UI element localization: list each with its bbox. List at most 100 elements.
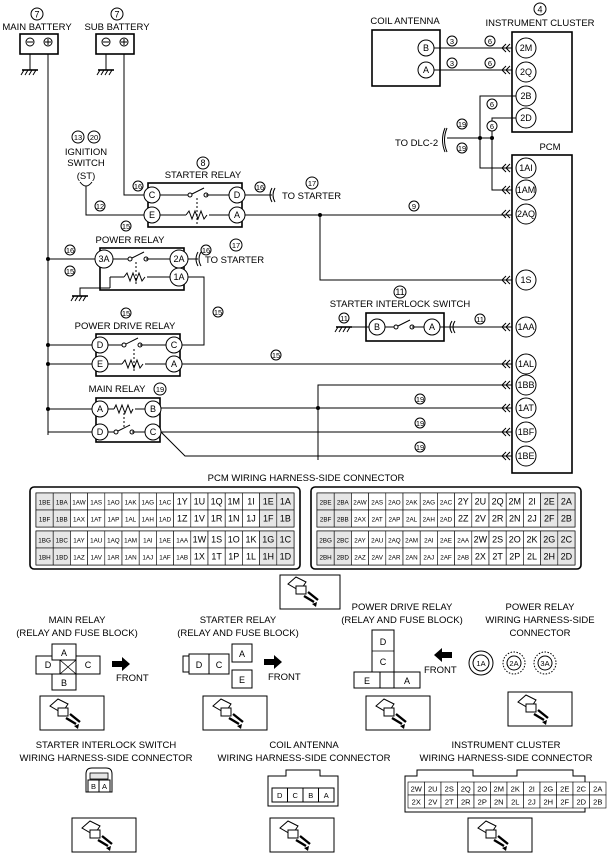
pcm-terminal-label: 1O bbox=[228, 535, 240, 545]
ic-terminal-label: 2U bbox=[428, 785, 438, 794]
wire-label-16c: 16 bbox=[66, 246, 74, 255]
pcm-terminal-label: 2C bbox=[561, 535, 573, 545]
pcm-terminal-label: 1BF bbox=[39, 517, 51, 524]
wire-label-15d: 15 bbox=[272, 351, 280, 360]
pr-conn-pin-3a: 3A bbox=[540, 659, 549, 668]
ca-conn-title2: WIRING HARNESS-SIDE CONNECTOR bbox=[218, 753, 391, 764]
pcm-pin-1al: 1AL bbox=[518, 359, 534, 369]
pcm-terminal-label: 1M bbox=[228, 497, 241, 507]
pcm-terminal-label: 2O bbox=[509, 535, 521, 545]
power-to-num: 17 bbox=[232, 241, 240, 250]
sub-battery-num: 7 bbox=[114, 10, 119, 20]
pcm-terminal-label: 1BB bbox=[56, 517, 68, 524]
input-arrow-icon bbox=[501, 163, 511, 173]
sub-battery-label: SUB BATTERY bbox=[84, 22, 150, 33]
front-arrow-icon bbox=[434, 648, 452, 662]
input-arrow-icon bbox=[501, 275, 511, 285]
mr-conn-title2: (RELAY AND FUSE BLOCK) bbox=[16, 628, 138, 639]
pcm-terminal-label: 1AY bbox=[73, 538, 85, 545]
ic-pin-2d: 2D bbox=[520, 113, 532, 123]
pcm-terminal-label: 2AR bbox=[388, 555, 401, 562]
pcm-terminal-label: 2AX bbox=[354, 517, 367, 524]
starter-interlock-switch: 11 STARTER INTERLOCK SWITCH B A bbox=[330, 285, 470, 342]
pcm-terminal-label: 2BG bbox=[319, 538, 332, 545]
coil-antenna-label: COIL ANTENNA bbox=[370, 16, 440, 27]
starter-relay-num: 8 bbox=[200, 158, 205, 168]
pcm-terminal-cell bbox=[276, 509, 295, 528]
input-arrow-icon bbox=[501, 451, 511, 461]
pr-conn-pin-1a: 1A bbox=[476, 659, 485, 668]
power-drive-relay-connector: POWER DRIVE RELAY (RELAY AND FUSE BLOCK)… bbox=[341, 602, 463, 731]
ca-conn-pin-b: B bbox=[308, 791, 313, 800]
pcm-terminal-label: 1AV bbox=[90, 555, 102, 562]
pcm-terminal-label: 1F bbox=[263, 514, 274, 524]
pcm-terminal-label: 1D bbox=[280, 552, 292, 562]
pcm-pin-1aa: 1AA bbox=[517, 322, 534, 332]
pcm-terminal-label: 1AN bbox=[124, 555, 137, 562]
pdr-conn-pin-e: E bbox=[364, 676, 370, 686]
interlock-num: 11 bbox=[395, 287, 404, 297]
mr-conn-pin-b: B bbox=[61, 678, 67, 688]
starter-relay-pin-c: C bbox=[149, 190, 156, 200]
ignition-num-20: 20 bbox=[90, 133, 98, 142]
main-relay-pin-a: A bbox=[97, 404, 103, 414]
pcm-terminal-label: 2AM bbox=[405, 538, 418, 545]
pcm-terminal-label: 1AR bbox=[107, 555, 120, 562]
pcm-terminal-label: 2M bbox=[509, 497, 522, 507]
pcm-terminal-label: 2U bbox=[475, 497, 487, 507]
mr-conn-front: FRONT bbox=[116, 673, 149, 684]
pcm-terminal-label: 1AP bbox=[107, 517, 119, 524]
pcm-terminal-label: 1P bbox=[228, 552, 239, 562]
power-relay-pin-3a: 3A bbox=[98, 254, 109, 264]
pcm-terminal-label: 1H bbox=[262, 552, 274, 562]
pcm-terminal-label: 2AZ bbox=[354, 555, 366, 562]
wire-label-15c: 15 bbox=[214, 308, 222, 317]
ic-conn-title2: WIRING HARNESS-SIDE CONNECTOR bbox=[420, 753, 593, 764]
ic-terminal-label: 2A bbox=[593, 785, 602, 794]
pcm-terminal-label: 1AD bbox=[159, 517, 172, 524]
ic-terminal-label: 2D bbox=[576, 798, 586, 807]
pcm-terminal-label: 2BF bbox=[320, 517, 332, 524]
pcm-terminal-label: 1L bbox=[246, 552, 256, 562]
pcm-terminal-label: 2AB bbox=[457, 555, 469, 562]
pcm-terminal-label: 1BE bbox=[39, 500, 51, 507]
starter-interlock-connector: STARTER INTERLOCK SWITCH WIRING HARNESS-… bbox=[20, 740, 193, 853]
coil-antenna-pin-b: B bbox=[423, 43, 429, 53]
pcm-terminal-label: 1AT bbox=[91, 517, 102, 524]
sr-conn-pin-e: E bbox=[239, 675, 245, 685]
ic-terminal-label: 2K bbox=[511, 785, 520, 794]
input-arrow-icon bbox=[501, 209, 511, 219]
ca-conn-pin-a: A bbox=[324, 791, 329, 800]
pcm-terminal-label: 1AI bbox=[143, 538, 153, 545]
ic-terminal-label: 2C bbox=[576, 785, 586, 794]
ca-conn-pin-d: D bbox=[277, 791, 283, 800]
pcm-terminal-label: 1AG bbox=[141, 500, 154, 507]
pcm-terminal-label: 2A bbox=[561, 497, 572, 507]
pcm-terminal-label: 2Q bbox=[492, 497, 504, 507]
pcm-terminal-label: 1BA bbox=[56, 500, 69, 507]
pdr-conn-pin-a: A bbox=[404, 676, 410, 686]
mr-conn-title1: MAIN RELAY bbox=[49, 615, 107, 626]
pcm-terminal-label: 1BG bbox=[38, 538, 51, 545]
pcm-terminal-label: 2J bbox=[527, 514, 537, 524]
pcm-terminal-label: 1AS bbox=[90, 500, 102, 507]
sr-conn-pin-a: A bbox=[239, 649, 245, 659]
pcm-terminal-label: 2D bbox=[561, 552, 573, 562]
pcm: PCM 1AI 1AM 2AQ 1S 1AA 1AL 1BB 1AT 1BF 1… bbox=[511, 142, 573, 474]
ic-terminal-label: 2L bbox=[511, 798, 519, 807]
pcm-terminal-label: 2AE bbox=[440, 538, 452, 545]
si-conn-title2: WIRING HARNESS-SIDE CONNECTOR bbox=[20, 753, 193, 764]
sr-conn-title1: STARTER RELAY bbox=[200, 615, 277, 626]
pcm-terminal-label: 1AZ bbox=[73, 555, 85, 562]
pcm-terminal-label: 1R bbox=[211, 514, 223, 524]
pcm-terminal-label: 2S bbox=[492, 535, 503, 545]
main-relay-pin-c: C bbox=[150, 427, 157, 437]
pcm-terminal-label: 1Y bbox=[177, 497, 188, 507]
pcm-terminal-label: 2K bbox=[526, 535, 537, 545]
pcm-terminal-label: 1S bbox=[211, 535, 222, 545]
ignition-num-13: 13 bbox=[74, 133, 82, 142]
pcm-terminal-label: 2AT bbox=[372, 517, 383, 524]
wire-label-16b: 16 bbox=[134, 182, 142, 191]
pcm-terminal-label: 2L bbox=[527, 552, 537, 562]
pcm-terminal-label: 1AK bbox=[125, 500, 138, 507]
